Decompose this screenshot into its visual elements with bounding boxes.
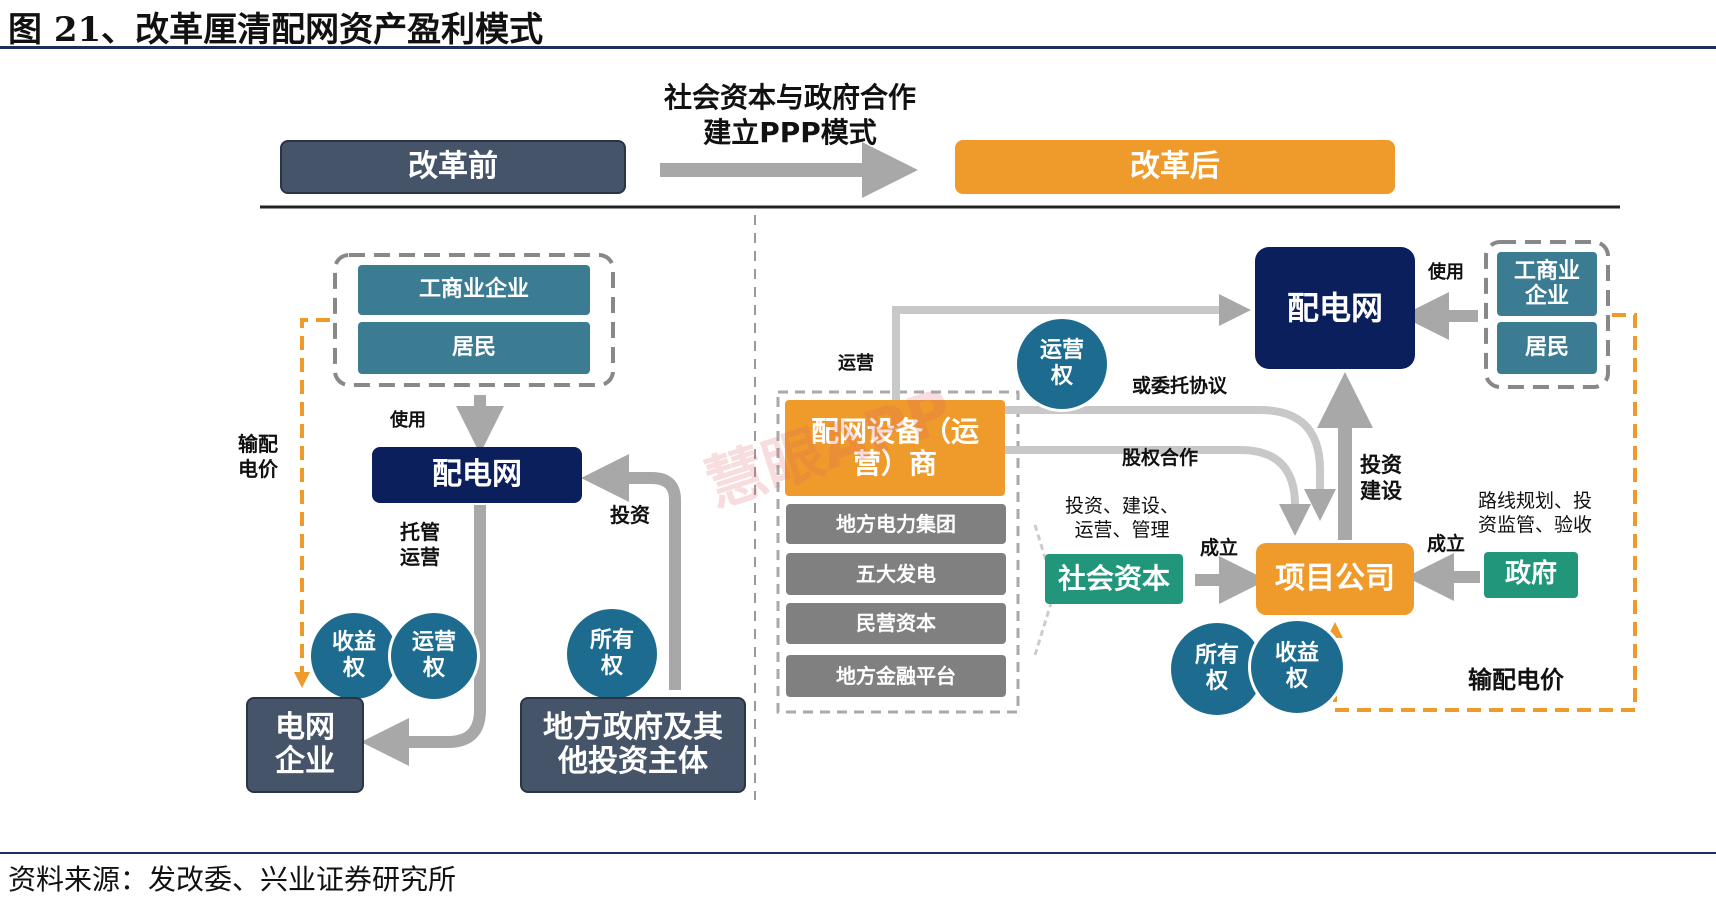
after-header: 改革后 [955, 140, 1395, 194]
after-social-capital: 社会资本 [1045, 554, 1183, 604]
after-government: 政府 [1484, 552, 1578, 598]
after-equipment-operator: 配网设备（运 营）商 [785, 400, 1005, 496]
after-price-loop [1327, 313, 1637, 712]
after-operate-arrow [892, 294, 1251, 400]
equipment-item-local-finance: 地方金融平台 [786, 655, 1006, 697]
before-operation-right-circle: 运营 权 [388, 610, 480, 702]
after-users-frame [1484, 240, 1610, 389]
after-project-company: 项目公司 [1256, 543, 1414, 615]
after-establish-label-1: 成立 [1200, 537, 1239, 559]
after-operation-right-circle: 运营 权 [1014, 316, 1110, 412]
before-revenue-right-circle: 收益 权 [308, 610, 400, 702]
after-operate-label: 运营 [838, 353, 874, 374]
before-price-arrow [294, 318, 330, 688]
after-grid: 配电网 [1255, 247, 1415, 369]
after-revenue-right-circle: 收益 权 [1248, 618, 1346, 716]
after-user-resident: 居民 [1497, 322, 1597, 374]
figure-title: 图 21、改革厘清配网资产盈利模式 [8, 10, 544, 50]
before-use-label: 使用 [390, 410, 426, 431]
after-equity-arrow [1005, 446, 1311, 536]
transition-line-1: 社会资本与政府合作 [663, 81, 916, 114]
before-users-frame [333, 253, 615, 387]
after-invest-build-label: 投资 建设 [1360, 453, 1402, 504]
after-price-label: 输配电价 [1468, 666, 1564, 694]
before-manage-arrow [361, 505, 486, 766]
before-price-label: 输配 电价 [238, 432, 278, 481]
before-invest-arrow [581, 454, 681, 690]
transition-label: 社会资本与政府合作 建立PPP模式 [640, 80, 940, 150]
before-grid: 配电网 [372, 447, 582, 503]
before-user-business: 工商业企业 [358, 265, 590, 315]
before-user-resident: 居民 [358, 322, 590, 374]
before-ownership-right-circle: 所有 权 [564, 606, 660, 702]
equipment-item-local-power: 地方电力集团 [786, 504, 1006, 544]
equipment-item-private: 民营资本 [786, 603, 1006, 644]
before-local-government: 地方政府及其 他投资主体 [520, 697, 746, 793]
before-grid-company: 电网 企业 [246, 697, 364, 793]
after-equity-label: 股权合作 [1122, 447, 1199, 469]
after-establish-label-2: 成立 [1427, 533, 1466, 555]
transition-line-2: 建立PPP模式 [703, 116, 877, 149]
after-social-duties: 投资、建设、 运营、管理 [1065, 495, 1180, 541]
title-rule [0, 46, 1716, 49]
before-manage-label: 托管 运营 [400, 520, 440, 569]
after-use-label: 使用 [1428, 262, 1464, 283]
before-invest-label: 投资 [610, 503, 650, 527]
after-list-chevron [1033, 524, 1057, 656]
figure-source: 资料来源：发改委、兴业证券研究所 [8, 863, 457, 896]
after-entrust-label: 或委托协议 [1132, 375, 1228, 397]
footer-rule [0, 852, 1716, 854]
after-user-business: 工商业 企业 [1497, 252, 1597, 316]
before-header: 改革前 [280, 140, 626, 194]
after-gov-duties: 路线规划、投 资监管、验收 [1478, 490, 1593, 536]
after-entrust-arrow [1005, 406, 1336, 521]
equipment-item-big-five: 五大发电 [786, 553, 1006, 595]
